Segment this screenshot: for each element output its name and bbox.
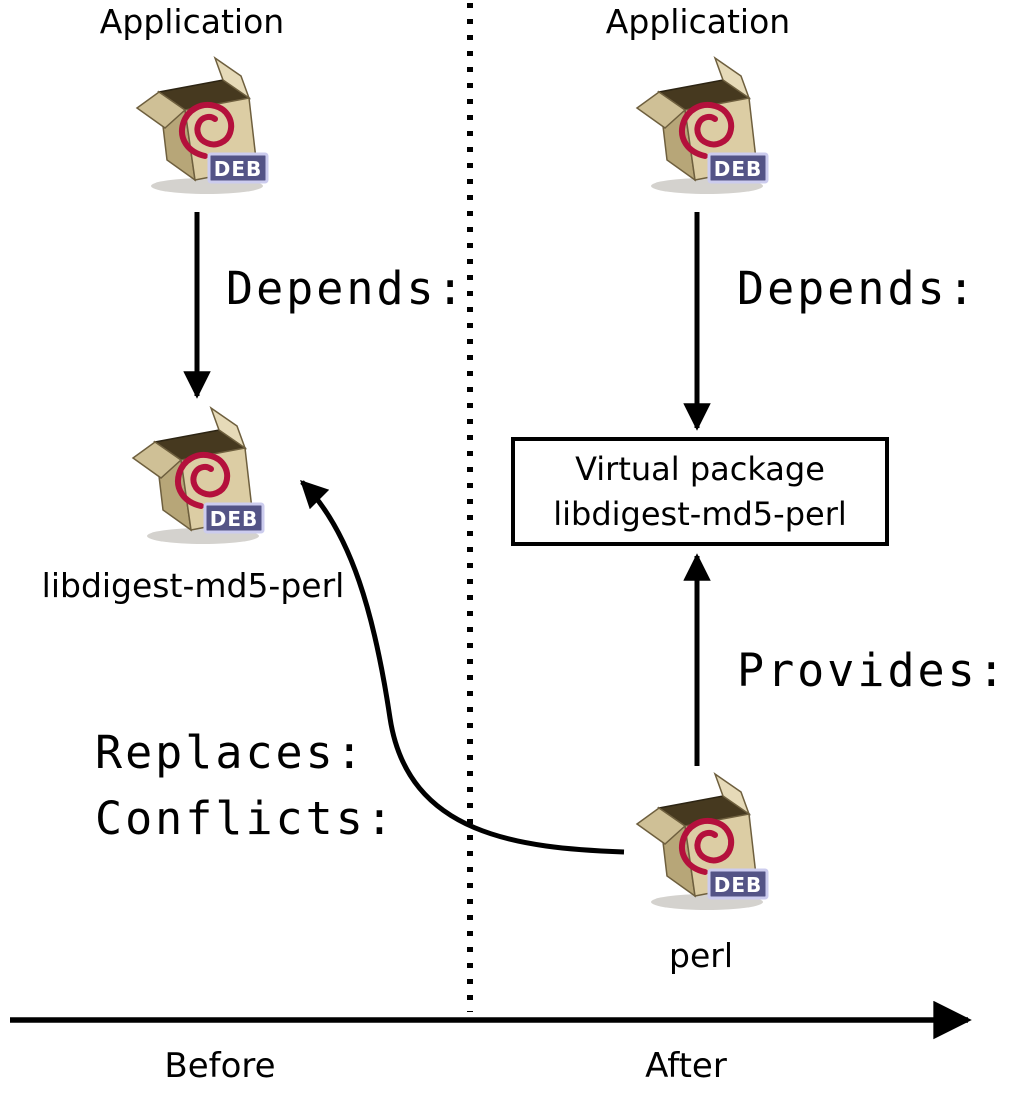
axis-label-before: Before	[164, 1046, 276, 1086]
deb-package-icon-libdigest	[118, 402, 270, 550]
depends-label-after: Depends:	[737, 262, 978, 315]
package-label-perl: perl	[669, 936, 733, 975]
virtual-package-line2: libdigest-md5-perl	[553, 494, 847, 533]
virtual-package-box: Virtual package libdigest-md5-perl	[511, 437, 889, 546]
axis-label-after: After	[645, 1046, 727, 1086]
application-label-after: Application	[605, 2, 791, 41]
depends-label-before: Depends:	[226, 262, 467, 315]
application-label-before: Application	[99, 2, 285, 41]
provides-label: Provides:	[737, 644, 1008, 697]
deb-package-icon-application-before	[122, 52, 274, 200]
replaces-label: Replaces:	[95, 726, 366, 779]
virtual-package-line1: Virtual package	[575, 449, 825, 488]
package-label-libdigest: libdigest-md5-perl	[41, 566, 345, 605]
deb-package-icon-perl	[622, 768, 774, 916]
deb-package-icon-application-after	[622, 52, 774, 200]
conflicts-label: Conflicts:	[95, 792, 396, 845]
